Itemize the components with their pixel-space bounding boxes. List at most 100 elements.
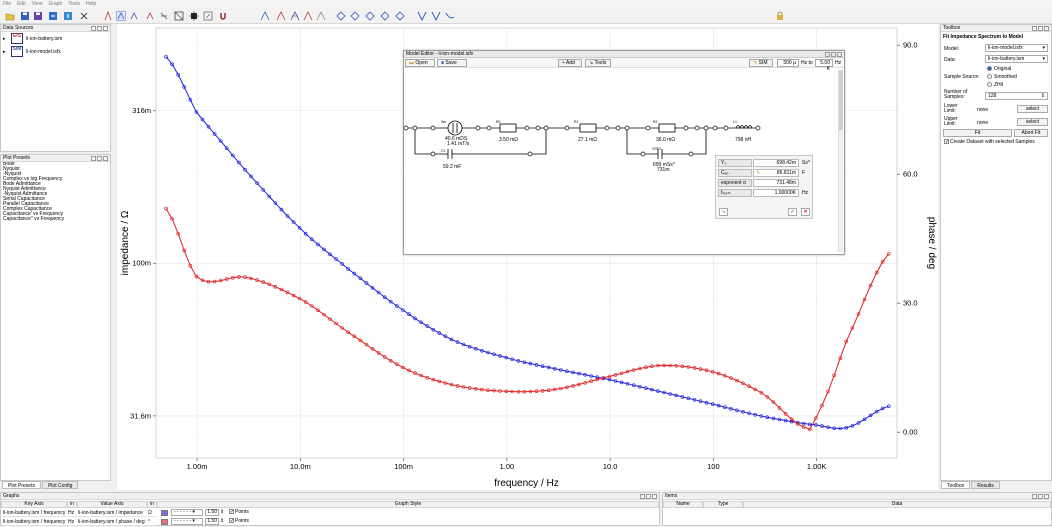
phase-data-point[interactable] xyxy=(801,425,806,429)
phase-data-point[interactable] xyxy=(680,364,685,369)
impedance-data-point[interactable] xyxy=(194,110,199,114)
impedance-data-point[interactable] xyxy=(407,312,411,317)
phase-data-point[interactable] xyxy=(316,308,320,313)
spin-icon[interactable]: ⇕ xyxy=(220,518,225,524)
freq-from-input[interactable]: 500 µ xyxy=(777,59,799,67)
impedance-data-point[interactable] xyxy=(431,327,436,332)
impedance-data-point[interactable] xyxy=(692,397,697,402)
split-v-icon[interactable] xyxy=(417,11,427,21)
phase-data-point[interactable] xyxy=(358,338,363,343)
impedance-data-point[interactable] xyxy=(285,214,290,218)
tab-results[interactable]: Results xyxy=(971,481,1000,489)
phase-data-point[interactable] xyxy=(583,380,587,385)
impedance-data-point[interactable] xyxy=(455,340,460,344)
phase-data-point[interactable] xyxy=(303,300,308,304)
phase-data-point[interactable] xyxy=(656,363,660,368)
phase-data-point[interactable] xyxy=(710,369,715,374)
zoom-x-icon[interactable] xyxy=(116,11,126,21)
param-value-input[interactable]: 731.48m xyxy=(753,179,799,187)
menu-tools[interactable]: Tools xyxy=(68,1,81,7)
phase-data-point[interactable] xyxy=(522,389,527,394)
crosshair-icon[interactable] xyxy=(189,11,199,21)
plot-preset-item[interactable]: Complex vs log Frequency xyxy=(3,176,63,182)
impedance-data-point[interactable] xyxy=(413,316,417,321)
phase-data-point[interactable] xyxy=(182,248,186,253)
fit-y-icon[interactable] xyxy=(276,11,286,21)
impedance-data-point[interactable] xyxy=(856,421,861,425)
phase-data-point[interactable] xyxy=(625,369,630,374)
impedance-data-point[interactable] xyxy=(741,409,745,414)
impedance-data-point[interactable] xyxy=(419,320,423,325)
save-as-icon[interactable] xyxy=(33,11,43,21)
impedance-data-point[interactable] xyxy=(200,117,205,122)
float-icon[interactable] xyxy=(831,52,836,57)
pencil-icon[interactable]: ✎ xyxy=(756,170,761,176)
phase-data-point[interactable] xyxy=(267,282,272,287)
phase-data-point[interactable] xyxy=(613,373,618,377)
wrench-button[interactable]: ↘ xyxy=(719,208,728,216)
impedance-data-point[interactable] xyxy=(808,422,812,427)
phase-data-point[interactable] xyxy=(704,368,709,373)
phase-data-point[interactable] xyxy=(486,388,490,393)
impedance-data-point[interactable] xyxy=(206,124,211,129)
phase-data-point[interactable] xyxy=(814,416,818,420)
impedance-data-point[interactable] xyxy=(729,406,733,411)
data-select[interactable]: li-ion-battery.ism▾ xyxy=(985,55,1048,63)
line-style-select[interactable]: - - - - - - ▾ xyxy=(171,509,203,516)
phase-data-point[interactable] xyxy=(820,403,824,408)
impedance-data-point[interactable] xyxy=(850,423,855,428)
impedance-data-point[interactable] xyxy=(595,375,600,380)
minimize-icon[interactable] xyxy=(640,494,645,499)
impedance-data-point[interactable] xyxy=(437,331,442,335)
phase-data-point[interactable] xyxy=(176,231,181,236)
expand-arrow-icon[interactable]: ▸ xyxy=(3,36,6,42)
phase-data-point[interactable] xyxy=(874,270,879,275)
phase-data-point[interactable] xyxy=(498,389,502,393)
phase-data-point[interactable] xyxy=(789,417,794,422)
close-icon[interactable] xyxy=(103,26,108,31)
impedance-data-point[interactable] xyxy=(759,414,764,418)
impedance-data-point[interactable] xyxy=(546,365,551,370)
phase-data-point[interactable] xyxy=(826,389,830,394)
phase-data-point[interactable] xyxy=(601,376,606,380)
phase-data-point[interactable] xyxy=(662,363,666,368)
impedance-data-point[interactable] xyxy=(267,194,272,199)
impedance-data-point[interactable] xyxy=(461,342,466,347)
impedance-data-point[interactable] xyxy=(164,54,168,59)
line-width-input[interactable]: 1.50 xyxy=(205,518,219,525)
phase-data-point[interactable] xyxy=(407,368,411,373)
split-w-icon[interactable] xyxy=(431,11,441,21)
plot-preset-item[interactable]: Bode xyxy=(3,161,15,167)
phase-data-point[interactable] xyxy=(783,411,788,416)
phase-data-point[interactable] xyxy=(170,216,174,221)
param-value-input[interactable]: 1.00000K xyxy=(753,189,799,197)
phase-data-point[interactable] xyxy=(437,379,442,384)
col-value-in[interactable]: in xyxy=(147,501,157,508)
phase-data-point[interactable] xyxy=(686,365,691,369)
phase-data-point[interactable] xyxy=(237,275,241,279)
tab-plot-config[interactable]: Plot Config xyxy=(41,481,79,489)
move-down-icon[interactable] xyxy=(350,11,360,21)
save-icon[interactable] xyxy=(20,11,30,21)
menu-graph[interactable]: Graph xyxy=(48,1,63,7)
impedance-data-point[interactable] xyxy=(886,404,891,409)
phase-data-point[interactable] xyxy=(480,387,484,392)
phase-data-point[interactable] xyxy=(644,365,648,370)
float-icon[interactable] xyxy=(97,26,102,31)
phase-data-point[interactable] xyxy=(510,389,515,394)
phase-data-point[interactable] xyxy=(722,373,727,378)
open-button[interactable]: ▬ Open xyxy=(405,59,435,67)
phase-data-point[interactable] xyxy=(650,364,654,369)
source-original-radio[interactable]: Original xyxy=(987,66,1011,72)
curve-icon[interactable] xyxy=(445,11,455,21)
impedance-data-point[interactable] xyxy=(753,412,758,417)
phase-data-point[interactable] xyxy=(346,330,350,335)
impedance-data-point[interactable] xyxy=(765,415,770,420)
col-graph-style[interactable]: Graph Style xyxy=(157,501,659,508)
phase-data-point[interactable] xyxy=(862,297,867,302)
impedance-data-point[interactable] xyxy=(826,425,830,430)
fit-x-icon[interactable] xyxy=(260,11,270,21)
phase-data-point[interactable] xyxy=(164,206,168,211)
impedance-data-point[interactable] xyxy=(498,354,502,358)
phase-data-point[interactable] xyxy=(540,388,545,393)
